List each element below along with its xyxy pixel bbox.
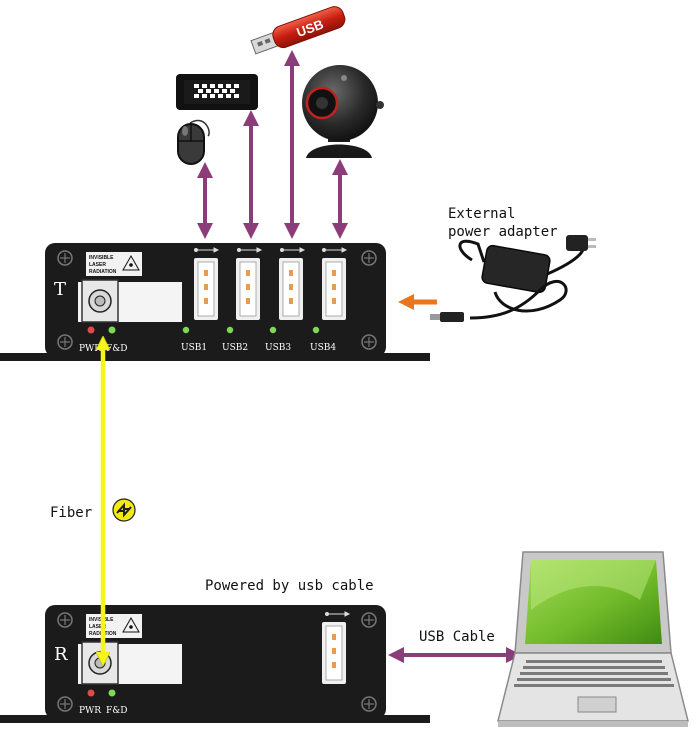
rx-pwr-led	[87, 689, 95, 697]
power-adapter-icon	[430, 235, 596, 322]
laser-warning-line-2: LASER	[89, 262, 106, 268]
usb-symbol-icon	[280, 247, 306, 253]
fiber-exchange-icon	[112, 498, 136, 522]
usb-cable-label: USB Cable	[419, 629, 495, 645]
rx-pwr-label: PWR	[79, 706, 101, 716]
usb-port-2: USB2	[222, 247, 263, 353]
usb2-label: USB2	[222, 343, 248, 353]
fd-led	[108, 326, 116, 334]
usb-port-3: USB3	[265, 247, 306, 353]
laser-warning-line-1: INVISIBLE	[89, 255, 114, 261]
pwr-led	[87, 326, 95, 334]
usb-symbol-icon	[194, 247, 220, 253]
peripheral-arrows	[197, 50, 348, 239]
external-adapter-label-2: power adapter	[448, 224, 558, 240]
laser-warning-icon: INVISIBLE LASER RADIATION	[86, 614, 142, 638]
transmitter-letter: T	[54, 279, 66, 300]
usb1-label: USB1	[181, 343, 207, 353]
rx-usb-port	[322, 611, 351, 684]
fiber-label: Fiber	[50, 505, 92, 521]
usb-symbol-icon	[325, 611, 351, 617]
laser-warning-line-3: RADIATION	[89, 269, 117, 275]
rx-fd-led	[108, 689, 116, 697]
webcam-icon	[302, 65, 384, 158]
transmitter-device: INVISIBLE LASER RADIATION T PWR F&D USB1	[0, 243, 430, 361]
external-adapter-label-1: External	[448, 206, 515, 222]
powered-by-usb-label: Powered by usb cable	[205, 578, 374, 594]
power-input-arrowhead	[398, 294, 414, 310]
laser-warning-icon: INVISIBLE LASER RADIATION	[86, 252, 142, 276]
usb-symbol-icon	[322, 247, 348, 253]
receiver-device: INVISIBLE LASER RADIATION R PWR F&D	[0, 605, 430, 723]
usb-symbol-icon	[237, 247, 263, 253]
usb-port-4: USB4	[310, 247, 348, 353]
usb-stick-icon: USB	[250, 6, 346, 55]
receiver-letter: R	[54, 644, 68, 665]
mouse-icon	[177, 119, 210, 165]
keyboard-icon	[176, 74, 258, 110]
usb4-label: USB4	[310, 343, 336, 353]
laptop-icon	[497, 551, 689, 727]
usb-port-1: USB1	[181, 247, 220, 353]
usb3-label: USB3	[265, 343, 291, 353]
fd-label: F&D	[106, 344, 127, 354]
pwr-label: PWR	[79, 344, 101, 354]
rx-fd-label: F&D	[106, 706, 127, 716]
